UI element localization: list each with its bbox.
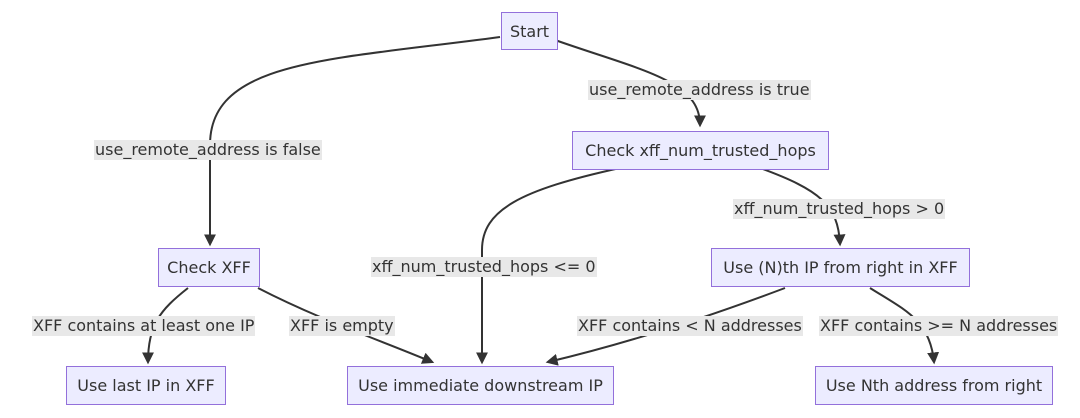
edge-start-to-check-xff xyxy=(204,36,501,247)
edge-label-lt-n-addresses: XFF contains < N addresses xyxy=(577,316,803,336)
node-check-xff-num-trusted-hops: Check xff_num_trusted_hops xyxy=(572,131,829,170)
node-use-nth-ip-from-right: Use (N)th IP from right in XFF xyxy=(711,248,970,287)
edge-label-xff-empty: XFF is empty xyxy=(289,316,395,336)
edge-label-ge-n-addresses: XFF contains >= N addresses xyxy=(819,316,1059,336)
edge-label-remote-false: use_remote_address is false xyxy=(94,140,322,160)
edge-label-remote-true: use_remote_address is true xyxy=(588,80,811,100)
node-use-last-ip: Use last IP in XFF xyxy=(66,366,226,405)
node-use-immediate-downstream-ip: Use immediate downstream IP xyxy=(347,366,614,405)
node-use-nth-address-from-right: Use Nth address from right xyxy=(815,366,1053,405)
edge-label-hops-le-zero: xff_num_trusted_hops <= 0 xyxy=(371,257,597,277)
node-start: Start xyxy=(501,12,558,50)
node-check-xff: Check XFF xyxy=(158,248,260,287)
edge-start-to-check-hops xyxy=(554,39,706,128)
edge-label-xff-has-ip: XFF contains at least one IP xyxy=(32,316,256,336)
edge-check-hops-to-downstream xyxy=(476,167,621,365)
edge-label-hops-gt-zero: xff_num_trusted_hops > 0 xyxy=(733,199,946,219)
